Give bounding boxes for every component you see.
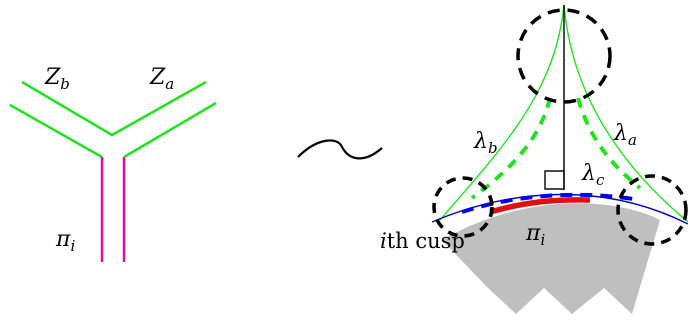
label-lambda-b: λb — [473, 129, 498, 157]
circle-left — [432, 176, 494, 238]
cusp-region — [442, 203, 660, 314]
label-lambda-c: λc — [581, 161, 605, 189]
label-lambda-a: λa — [613, 121, 637, 149]
circle-top — [516, 8, 612, 104]
green-edge-lower-left — [9, 103, 103, 159]
green-edge-upper — [21, 80, 207, 137]
label-ith-cusp: ith cusp — [380, 229, 465, 253]
tilde-symbol — [297, 139, 383, 160]
left-diagram: Zb Za πi — [9, 65, 217, 262]
label-za: Za — [149, 65, 174, 93]
label-pi-left: πi — [55, 227, 75, 255]
label-pi-right: πi — [525, 221, 545, 249]
lambda-a-dashed — [576, 97, 642, 190]
right-angle-mark — [544, 170, 565, 190]
geodesic-right — [563, 4, 688, 223]
label-zb: Zb — [44, 65, 70, 93]
right-diagram: λb λa λc πi ith cusp — [380, 4, 688, 314]
pi-arc — [489, 197, 591, 215]
green-edge-lower-right — [123, 101, 217, 159]
geodesic-left — [439, 4, 565, 221]
lambda-c-dashed — [461, 192, 641, 214]
circle-right — [616, 174, 688, 246]
